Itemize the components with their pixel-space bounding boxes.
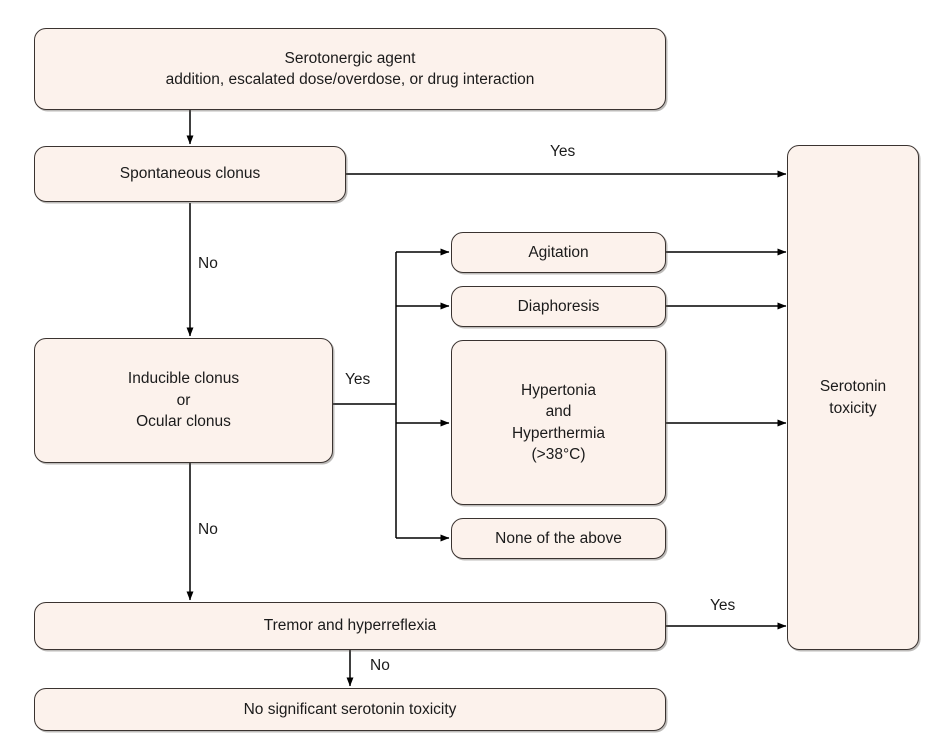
node-agitation[interactable]: Agitation xyxy=(451,232,666,273)
node-inducible-or-ocular-clonus[interactable]: Inducible clonus or Ocular clonus xyxy=(34,338,333,463)
edge-label-inducible-no: No xyxy=(198,521,218,538)
node-serotonergic-agent-label: Serotonergic agent addition, escalated d… xyxy=(165,49,535,88)
node-diaphoresis-label: Diaphoresis xyxy=(517,297,600,315)
node-tremor-hyperreflexia[interactable]: Tremor and hyperreflexia xyxy=(34,602,666,650)
node-tremor-hyperreflexia-label: Tremor and hyperreflexia xyxy=(263,617,437,635)
node-diaphoresis[interactable]: Diaphoresis xyxy=(451,286,666,327)
node-no-significant-serotonin-toxicity[interactable]: No significant serotonin toxicity xyxy=(34,688,666,731)
edge-label-spontaneous-yes: Yes xyxy=(550,143,576,160)
edge-label-tremor-yes: Yes xyxy=(710,597,736,614)
node-serotonin-toxicity-label: Serotonin toxicity xyxy=(819,378,887,417)
node-hypertonia-hyperthermia-label: Hypertonia and Hyperthermia (>38°C) xyxy=(511,381,606,463)
node-none-of-the-above-label: None of the above xyxy=(495,529,622,547)
edge-label-spontaneous-no: No xyxy=(198,255,218,272)
node-spontaneous-clonus-label: Spontaneous clonus xyxy=(119,165,261,183)
node-none-of-the-above[interactable]: None of the above xyxy=(451,518,666,559)
node-hypertonia-hyperthermia[interactable]: Hypertonia and Hyperthermia (>38°C) xyxy=(451,340,666,505)
node-agitation-label: Agitation xyxy=(528,243,589,261)
node-spontaneous-clonus[interactable]: Spontaneous clonus xyxy=(34,146,346,202)
edge-label-tremor-no: No xyxy=(370,657,390,674)
edge-label-inducible-yes: Yes xyxy=(345,371,371,388)
node-serotonergic-agent[interactable]: Serotonergic agent addition, escalated d… xyxy=(34,28,666,110)
node-no-significant-serotonin-toxicity-label: No significant serotonin toxicity xyxy=(243,700,457,718)
node-serotonin-toxicity[interactable]: Serotonin toxicity xyxy=(787,145,919,650)
node-inducible-or-ocular-clonus-label: Inducible clonus or Ocular clonus xyxy=(127,370,240,431)
